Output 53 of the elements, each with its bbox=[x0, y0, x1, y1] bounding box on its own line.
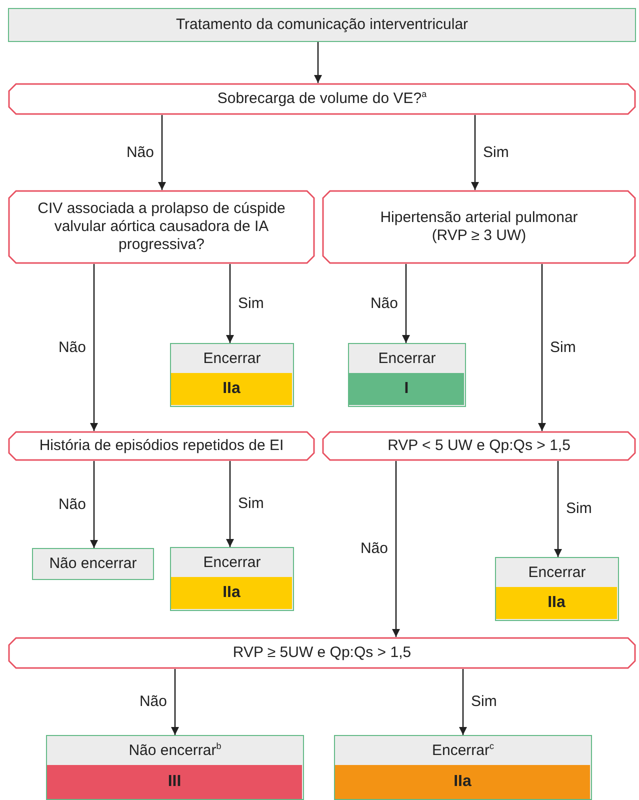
arrow bbox=[171, 669, 179, 735]
arrow bbox=[90, 461, 98, 548]
class-label: III bbox=[168, 773, 182, 791]
question-text: Sobrecarga de volume do VE?$^{a}$ bbox=[217, 90, 427, 108]
question-text: RVP ≥ 5UW e Qp:Qs > 1,5 bbox=[232, 644, 412, 662]
arrow bbox=[538, 264, 546, 431]
recommendation-class bbox=[171, 373, 292, 405]
arrow bbox=[90, 264, 98, 431]
class-label: IIa bbox=[222, 380, 240, 398]
decision-box bbox=[8, 637, 636, 669]
class-label: IIa bbox=[548, 594, 566, 612]
decision-box bbox=[322, 190, 636, 264]
recommendation-class bbox=[349, 373, 464, 405]
question-text: RVP < 5 UW e Qp:Qs > 1,5 bbox=[388, 437, 570, 455]
decision-box bbox=[8, 190, 315, 264]
recommendation-class bbox=[171, 577, 292, 609]
recommendation-box bbox=[348, 343, 466, 407]
class-label: IIa bbox=[454, 773, 472, 791]
action-label: Encerrar bbox=[203, 349, 261, 369]
decision-box bbox=[8, 431, 315, 461]
arrow bbox=[226, 264, 234, 343]
recommendation-box bbox=[170, 547, 294, 611]
arrow bbox=[554, 461, 562, 557]
arrow bbox=[392, 461, 400, 637]
arrow bbox=[226, 461, 234, 547]
class-label: IIa bbox=[222, 584, 240, 602]
arrow bbox=[158, 115, 166, 190]
action-label: Encerrar bbox=[378, 349, 436, 369]
recommendation-class bbox=[496, 587, 617, 619]
decision-box bbox=[8, 83, 636, 115]
question-text: Hipertensão arterial pulmonar (RVP ≥ 3 UW) bbox=[379, 209, 579, 245]
recommendation-box bbox=[495, 557, 619, 621]
action-label: Encerrar$^{c}$ bbox=[432, 740, 494, 761]
action-label: Encerrar bbox=[528, 563, 586, 583]
action-box bbox=[32, 548, 154, 580]
arrow bbox=[402, 264, 410, 343]
recommendation-class bbox=[335, 765, 590, 799]
class-label: I bbox=[404, 380, 409, 398]
recommendation-box bbox=[170, 343, 294, 407]
recommendation-box bbox=[334, 735, 592, 800]
arrow bbox=[459, 669, 467, 735]
action-label: Encerrar bbox=[203, 553, 261, 573]
question-text: CIV associada a prolapso de cúspide valvular aórtica causadora de IA progressiva? bbox=[36, 200, 286, 254]
action-label: Não encerrar$^{b}$ bbox=[128, 740, 222, 761]
decision-box bbox=[322, 431, 636, 461]
action-label: Não encerrar bbox=[49, 555, 137, 573]
arrow bbox=[314, 42, 322, 83]
question-text: História de episódios repetidos de EI bbox=[39, 437, 284, 455]
title-text: Tratamento da comunicação interventricular bbox=[176, 16, 468, 34]
recommendation-box bbox=[46, 735, 304, 800]
title-box bbox=[8, 8, 636, 42]
recommendation-class bbox=[47, 765, 302, 799]
arrow bbox=[471, 115, 479, 190]
